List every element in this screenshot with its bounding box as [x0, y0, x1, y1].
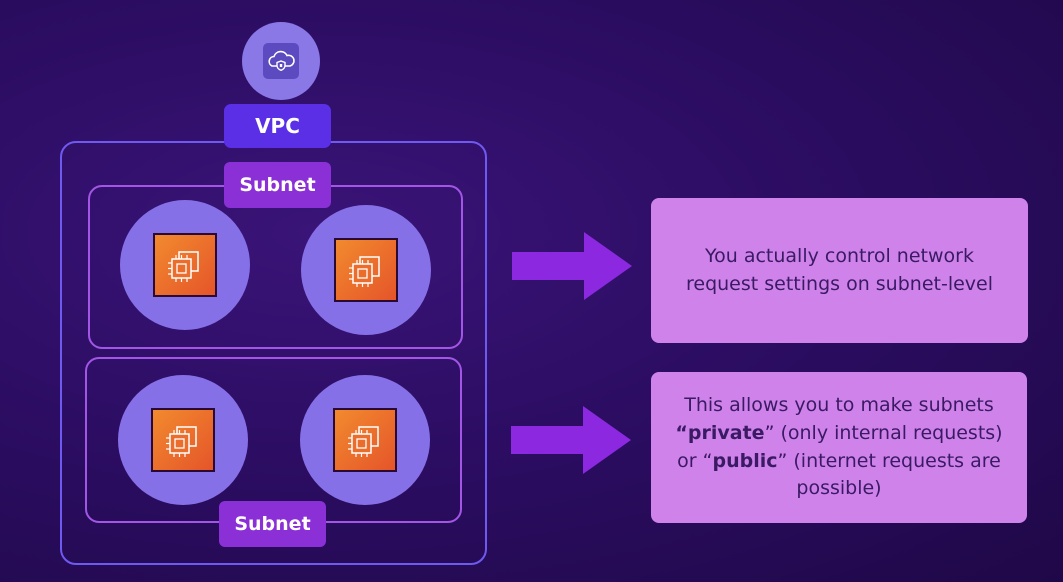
ec2-chip-icon — [336, 240, 396, 300]
quote-open: “ — [675, 421, 688, 444]
chip-glyph-icon — [349, 256, 380, 287]
ec2-instance — [301, 205, 431, 335]
arrow-right-icon — [512, 232, 632, 300]
chip-glyph-icon — [168, 251, 199, 282]
arrow-right-icon — [511, 406, 631, 474]
note-text-private-rest: ” (only internal requests) — [764, 421, 1003, 444]
note-text: You actually control network request set… — [686, 244, 993, 295]
ec2-chip-icon — [335, 410, 395, 470]
vpc-label: VPC — [224, 104, 331, 148]
keyword-private: private — [687, 421, 765, 444]
note-subnet-control: You actually control network request set… — [651, 198, 1028, 343]
subnet-label-top: Subnet — [224, 162, 331, 208]
note-text-public-rest: ” (internet requests are possible) — [777, 449, 1001, 500]
keyword-public: public — [712, 449, 778, 472]
ec2-instance — [120, 200, 250, 330]
note-line: This allows you to make subnets — [684, 394, 994, 417]
ec2-instance — [118, 375, 248, 505]
cloud-shield-icon — [263, 43, 299, 79]
subnet-label-bottom: Subnet — [219, 501, 326, 547]
note-private-public: This allows you to make subnets “private… — [651, 372, 1027, 523]
note-text: This allows you to make subnets “private… — [667, 392, 1011, 502]
chip-glyph-icon — [166, 426, 197, 457]
ec2-instance — [300, 375, 430, 505]
vpc-cloud-icon-circle — [242, 22, 320, 100]
note-text-or: or “ — [677, 449, 713, 472]
ec2-chip-icon — [155, 235, 215, 295]
chip-glyph-icon — [348, 426, 379, 457]
ec2-chip-icon — [153, 410, 213, 470]
